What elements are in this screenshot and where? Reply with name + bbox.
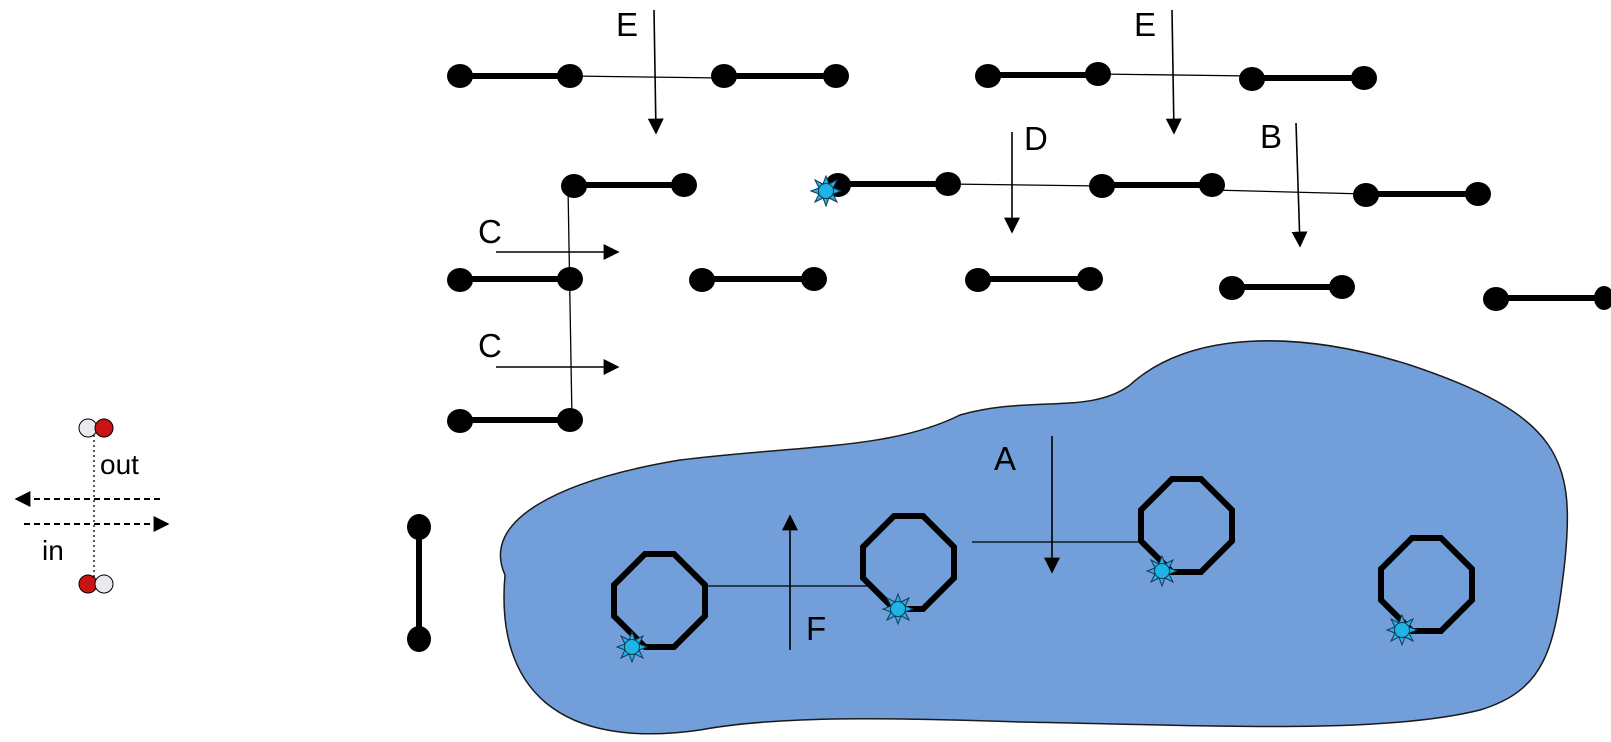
legend-bottom-white-atom: [94, 574, 114, 594]
cyan-star-marker: [1385, 613, 1419, 647]
cyan-star-marker: [809, 174, 843, 208]
label-d: D: [1024, 120, 1048, 157]
arrow-b: [1291, 122, 1308, 248]
dumbbell-molecule: [689, 267, 827, 292]
dumbbell-molecule: [975, 62, 1111, 88]
dumbbell-molecule: [1219, 275, 1355, 300]
label-f: F: [806, 610, 826, 647]
legend-out-label: out: [100, 449, 139, 480]
octagon-ring: [860, 513, 957, 612]
dumbbell-molecule: [1483, 286, 1611, 311]
dumbbells: [407, 62, 1611, 652]
connector-line: [567, 186, 573, 421]
octagon-ring: [611, 551, 708, 650]
legend-top-red-atom: [94, 418, 114, 438]
label-e2: E: [1134, 6, 1156, 43]
dumbbell-molecule-vertical: [407, 514, 431, 652]
dumbbell-molecule: [447, 64, 583, 88]
octagon-ring: [1138, 476, 1235, 575]
arrow-e1: [647, 9, 664, 135]
arrow-e2: [1165, 9, 1182, 135]
label-a: A: [994, 440, 1016, 477]
cyan-star-marker: [615, 630, 649, 664]
legend-top-white-atom: [78, 418, 98, 438]
label-e1: E: [616, 6, 638, 43]
water-region: [499, 340, 1569, 735]
connector-line: [569, 75, 725, 79]
dumbbell-molecule: [561, 173, 697, 198]
connector-line: [1211, 189, 1367, 195]
dumbbell-molecule: [1239, 66, 1377, 91]
dumbbell-molecule: [825, 172, 961, 197]
legend-bottom-red-atom: [78, 574, 98, 594]
legend-in-label: in: [42, 535, 64, 566]
direction-arrows: [496, 9, 1308, 650]
cyan-star-marker: [1145, 554, 1179, 588]
dumbbell-molecule: [447, 408, 583, 433]
octagon-ring: [1378, 535, 1475, 634]
dumbbell-molecule: [711, 64, 849, 88]
label-b: B: [1260, 118, 1282, 155]
connector-line: [946, 183, 1103, 187]
octagon-rings: [611, 476, 1475, 650]
cyan-star-marker: [881, 592, 915, 626]
dumbbell-molecule: [1089, 173, 1225, 198]
connector-line: [1097, 73, 1253, 77]
cyan-markers: [615, 174, 1419, 664]
legend: out in: [14, 418, 170, 594]
label-c1: C: [478, 213, 502, 250]
dumbbell-molecule: [965, 267, 1103, 292]
dumbbell-molecule: [447, 267, 583, 292]
label-c2: C: [478, 327, 502, 364]
dumbbell-molecule: [1353, 182, 1491, 207]
